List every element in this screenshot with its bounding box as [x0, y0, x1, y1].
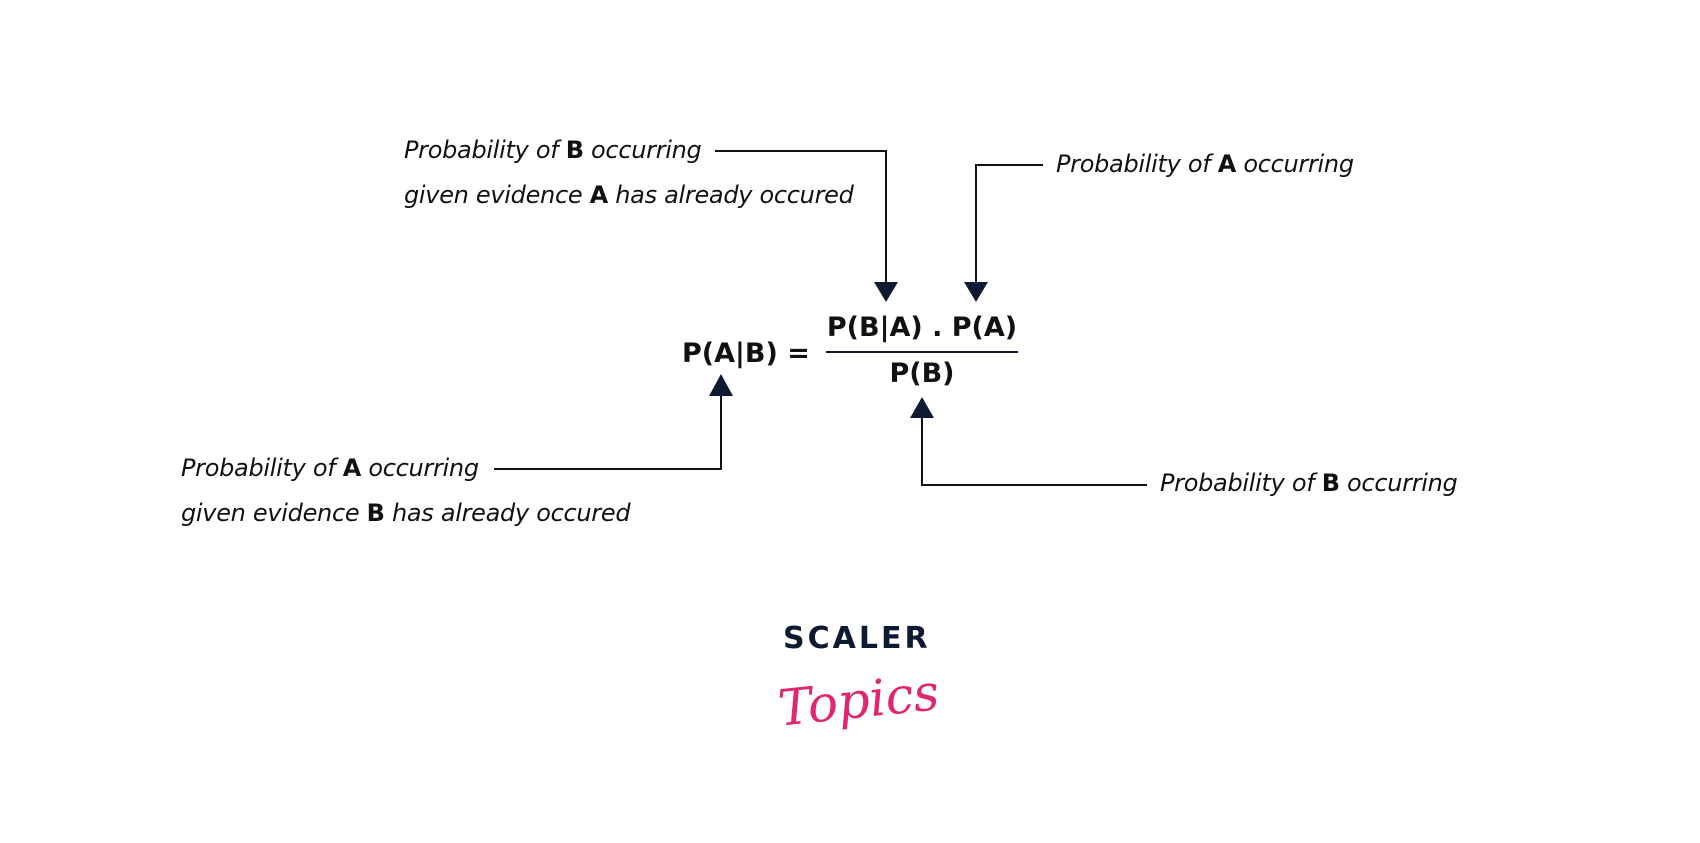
text: occurring [583, 136, 702, 164]
formula-lhs: P(A|B) = [682, 338, 810, 369]
text: Probability of [181, 454, 343, 482]
arrow-up-icon [910, 397, 934, 418]
text: B [366, 499, 385, 527]
arrow-down-icon [964, 282, 988, 302]
prior-label: Probability of A occurring [1056, 142, 1354, 187]
text: Probability of [404, 136, 566, 164]
text: Probability of [1056, 150, 1218, 178]
text: given evidence [404, 181, 590, 209]
text: Probability of [1160, 469, 1322, 497]
likelihood-label: Probability of B occurring given evidenc… [404, 128, 854, 218]
arrow-down-icon [874, 282, 898, 302]
text: occurring [1339, 469, 1458, 497]
text: A [1217, 150, 1237, 178]
text: has already occured [607, 181, 854, 209]
logo-scaler: SCALER [783, 621, 931, 656]
text: given evidence [181, 499, 367, 527]
text: B [565, 136, 584, 164]
likelihood-connector [715, 150, 887, 284]
evidence-connector [921, 416, 1147, 486]
formula-numerator: P(B|A) . P(A) [826, 312, 1018, 343]
formula-denominator: P(B) [889, 358, 955, 389]
text: occurring [361, 454, 479, 482]
evidence-label: Probability of B occurring [1160, 461, 1458, 506]
posterior-label: Probability of A occurring given evidenc… [181, 446, 631, 536]
text: has already occured [384, 499, 631, 527]
text: B [1321, 469, 1340, 497]
arrow-up-icon [709, 374, 733, 396]
text: A [589, 181, 609, 209]
text: occurring [1236, 150, 1354, 178]
posterior-connector [494, 392, 722, 470]
prior-connector [975, 164, 1043, 284]
text: A [342, 454, 362, 482]
